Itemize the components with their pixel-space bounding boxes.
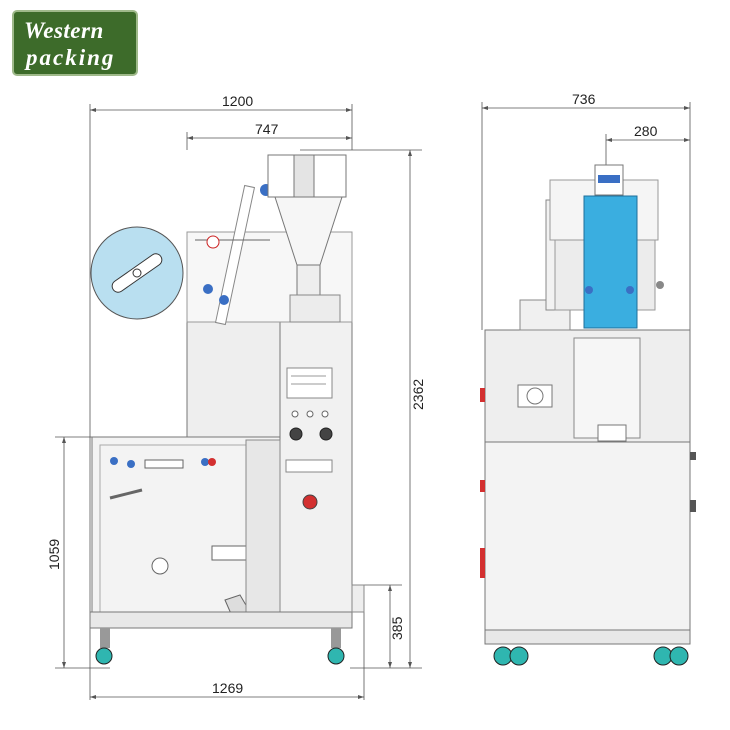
front-view [89,154,365,665]
dim-front-step-height: 385 [389,616,405,640]
dim-front-base-width: 1269 [212,680,243,696]
dim-side-top-width: 280 [634,123,658,139]
dim-front-total-height: 2362 [410,379,426,410]
dim-side-overall-width: 736 [572,91,596,107]
logo-line-2: packing [26,45,116,70]
logo-line-1: Western [24,18,104,43]
dim-front-overall-width: 1200 [222,93,253,109]
brand-logo: Western packing [12,10,138,76]
side-view [480,164,696,666]
dim-front-upper-width: 747 [255,121,279,137]
dim-front-lower-height: 1059 [46,539,62,570]
